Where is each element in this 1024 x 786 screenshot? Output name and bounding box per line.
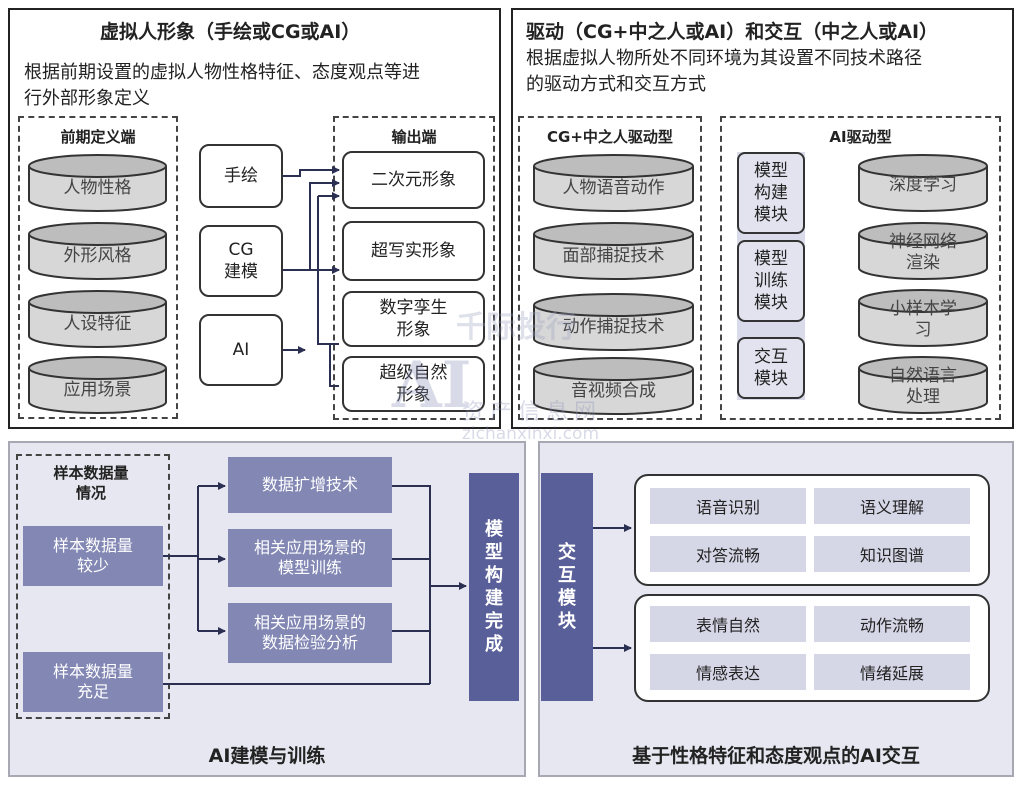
output-label: 输出端: [391, 128, 437, 146]
module-box: 模型 构建 模块: [737, 152, 805, 234]
cylinder-ai-tech: 小样本学 习: [857, 288, 989, 348]
cylinder-cg-label: 面部捕捉技术: [562, 245, 665, 266]
cylinder-ai-tech: 自然语言 处理: [857, 355, 989, 415]
cylinder-def-label: 人设特征: [63, 313, 132, 334]
ability-cell: 情绪延展: [814, 654, 970, 690]
output-item: 二次元形象: [342, 151, 485, 209]
ability-cell: 表情自然: [650, 606, 806, 642]
cylinder-def-label: 外形风格: [63, 245, 132, 266]
cylinder-ai-tech: 深度学习: [857, 153, 989, 213]
cylinder-cg-label: 人物语音动作: [562, 177, 665, 198]
ability-cell: 动作流畅: [814, 606, 970, 642]
cylinder-cg: 人物语音动作: [532, 153, 695, 213]
cylinder-def: 人物性格: [27, 153, 168, 213]
cylinder-ai-tech-label: 深度学习: [889, 174, 957, 195]
watermark-site-url: zichanxinxi.com: [462, 424, 600, 444]
cylinder-cg-label: 音视频合成: [571, 380, 656, 401]
panel-title-ai-modeling: AI建模与训练: [208, 745, 326, 767]
panel-title-drive-interaction: 驱动（CG+中之人或AI）和交互（中之人或AI）: [526, 21, 939, 43]
sample-group-label: 样本数据量 情况: [53, 464, 129, 502]
pre-definition-label: 前期定义端: [60, 128, 136, 146]
ability-cell: 知识图谱: [814, 536, 970, 572]
cylinder-ai-tech-label: 小样本学 习: [889, 299, 957, 340]
sample-enough-box: 样本数据量 充足: [23, 652, 163, 712]
panel-title-virtual-image: 虚拟人形象（手绘或CG或AI）: [100, 21, 361, 43]
cylinder-def: 应用场景: [27, 355, 168, 415]
cylinder-def: 外形风格: [27, 221, 168, 281]
model-complete-box: 模 型 构 建 完 成: [469, 473, 519, 701]
ai-drive-label: AI驱动型: [829, 128, 892, 146]
panel-desc-line2: 的驱动方式和交互方式: [526, 74, 706, 95]
cylinder-cg-label: 动作捕捉技术: [562, 316, 665, 337]
step-data-augmentation: 数据扩增技术: [228, 457, 392, 513]
cylinder-def: 人设特征: [27, 289, 168, 349]
step-data-validation: 相关应用场景的 数据检验分析: [228, 603, 392, 663]
module-box: 模型 训练 模块: [737, 240, 805, 322]
cylinder-cg: 动作捕捉技术: [532, 292, 695, 352]
cylinder-ai-tech: 神经网络 渲染: [857, 221, 989, 281]
ai-drive-group: [720, 116, 1001, 420]
watermark-site-cn: 资产信息网: [462, 400, 603, 425]
cylinder-cg: 音视频合成: [532, 356, 695, 416]
cylinder-cg: 面部捕捉技术: [532, 221, 695, 281]
pre-definition-group: [18, 116, 178, 419]
cylinder-ai-tech-label: 自然语言 处理: [889, 366, 957, 407]
output-item: 超写实形象: [342, 221, 485, 281]
module-box: 交互 模块: [737, 337, 805, 399]
method-ai: AI: [199, 314, 283, 386]
step-model-training: 相关应用场景的 模型训练: [228, 529, 392, 587]
output-item: 超级自然 形象: [342, 356, 485, 412]
panel-desc-line1: 根据虚拟人物所处不同环境为其设置不同技术路径: [526, 48, 922, 69]
cg-drive-label: CG+中之人驱动型: [547, 128, 673, 146]
method-cg-modeling: CG 建模: [199, 225, 283, 297]
panel-desc-line1: 根据前期设置的虚拟人物性格特征、态度观点等进: [24, 62, 420, 83]
ability-cell: 情感表达: [650, 654, 806, 690]
cylinder-def-label: 人物性格: [63, 177, 132, 198]
interaction-module-box: 交 互 模 块: [541, 473, 593, 701]
watermark-logo-icon: AI: [392, 348, 472, 423]
output-item: 数字孪生 形象: [342, 291, 485, 347]
panel-desc-line2: 行外部形象定义: [24, 88, 150, 109]
cylinder-def-label: 应用场景: [63, 379, 132, 400]
cg-drive-group: [518, 116, 702, 420]
ability-cell: 对答流畅: [650, 536, 806, 572]
cylinder-ai-tech-label: 神经网络 渲染: [889, 232, 957, 273]
watermark: AI 千际投行 资产信息网 zichanxinxi.com: [392, 298, 652, 448]
ability-cell: 语义理解: [814, 488, 970, 524]
panel-title-ai-interaction: 基于性格特征和态度观点的AI交互: [632, 745, 920, 767]
watermark-brand: 千际投行: [456, 310, 576, 345]
sample-few-box: 样本数据量 较少: [23, 526, 163, 586]
sample-group: [16, 454, 170, 719]
method-hand-drawn: 手绘: [199, 144, 283, 208]
ability-cell: 语音识别: [650, 488, 806, 524]
